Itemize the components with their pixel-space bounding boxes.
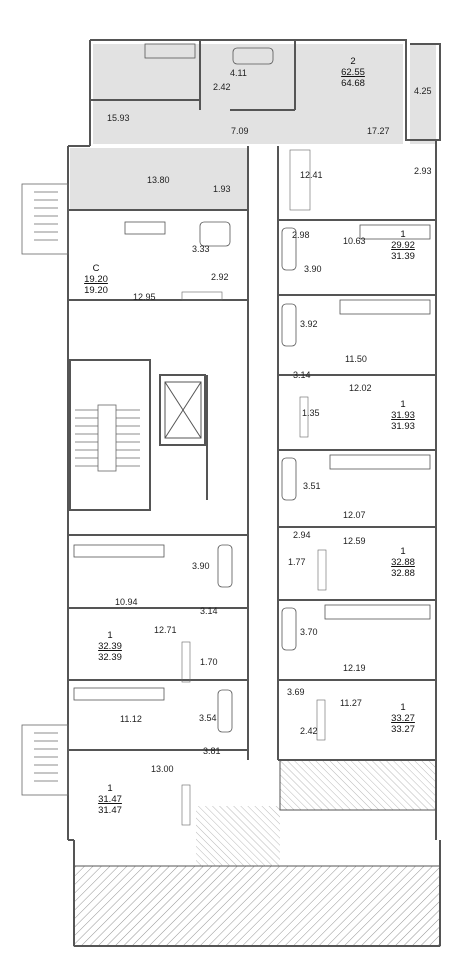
apt-2-living: 62.55: [341, 67, 365, 78]
area-1-93: 1.93: [213, 184, 231, 194]
apt-c-total: 19.20: [84, 285, 108, 296]
external-stairs-top: [21, 183, 69, 255]
apt-r2-living: 31.93: [391, 410, 415, 421]
area-10-63: 10.63: [343, 236, 366, 246]
loggia-hatched: [279, 759, 437, 811]
area-11-50: 11.50: [345, 354, 367, 364]
apt-r4-total: 33.27: [391, 724, 415, 735]
area-3-92: 3.92: [300, 319, 318, 329]
walls: [67, 39, 441, 947]
kitchen-counters: [73, 43, 431, 701]
corridor-hatched: [196, 806, 280, 866]
apartment-l2-label[interactable]: 1 31.47 31.47: [98, 783, 122, 816]
area-3-81: 3.81: [203, 746, 221, 756]
area-1-35: 1.35: [302, 408, 320, 418]
apt-r3-total: 32.88: [391, 568, 415, 579]
apt-2-rooms: 2: [350, 56, 356, 67]
area-12-71: 12.71: [154, 625, 177, 635]
area-13-00: 13.00: [151, 764, 174, 774]
area-2-42-top: 2.42: [213, 82, 231, 92]
apartment-r2-label[interactable]: 1 31.93 31.93: [391, 399, 415, 432]
balcony-hatched: [73, 865, 441, 947]
area-3-14-right: 3.14: [293, 370, 311, 380]
area-2-93: 2.93: [414, 166, 432, 176]
apt-c-rooms: С: [92, 263, 100, 274]
area-12-59: 12.59: [343, 536, 366, 546]
area-2-94: 2.94: [293, 530, 311, 540]
apartment-c-label[interactable]: С 19.20 19.20: [84, 263, 108, 296]
area-7-09: 7.09: [231, 126, 249, 136]
elevator-shaft: [164, 381, 202, 439]
apt-l1-rooms: 1: [107, 630, 113, 641]
area-10-94: 10.94: [115, 597, 138, 607]
apt-r2-total: 31.93: [391, 421, 415, 432]
area-3-70: 3.70: [300, 627, 318, 637]
apt-l1-living: 32.39: [98, 641, 122, 652]
apt-l2-rooms: 1: [107, 783, 113, 794]
apartment-2-highlight[interactable]: [70, 44, 436, 210]
apt-2-total: 64.68: [341, 78, 365, 89]
apt-r3-rooms: 1: [400, 546, 406, 557]
area-1-77: 1.77: [288, 557, 306, 567]
bathtubs: [199, 47, 297, 733]
area-2-92: 2.92: [211, 272, 229, 282]
area-12-02: 12.02: [349, 383, 372, 393]
apt-r3-living: 32.88: [391, 557, 415, 568]
apt-l1-total: 32.39: [98, 652, 122, 663]
main-staircase: [75, 404, 140, 472]
apartment-r1-label[interactable]: 1 29.92 31.39: [391, 229, 415, 262]
area-4-25: 4.25: [414, 86, 432, 96]
apartment-r3-label[interactable]: 1 32.88 32.88: [391, 546, 415, 579]
area-2-98: 2.98: [292, 230, 310, 240]
area-15-93: 15.93: [107, 113, 130, 123]
apt-l2-total: 31.47: [98, 805, 122, 816]
area-3-33: 3.33: [192, 244, 210, 254]
area-11-27: 11.27: [340, 698, 362, 708]
apartment-r4-label[interactable]: 1 33.27 33.27: [391, 702, 415, 735]
area-12-41: 12.41: [300, 170, 323, 180]
external-stairs-bottom: [21, 724, 69, 796]
apt-c-living: 19.20: [84, 274, 108, 285]
area-3-90-left: 3.90: [192, 561, 210, 571]
apt-l2-living: 31.47: [98, 794, 122, 805]
area-3-51: 3.51: [303, 481, 321, 491]
apartment-2-label[interactable]: 2 62.55 64.68: [341, 56, 365, 89]
area-1-70: 1.70: [200, 657, 218, 667]
apt-r1-rooms: 1: [400, 229, 406, 240]
area-12-19: 12.19: [343, 663, 366, 673]
apt-r1-total: 31.39: [391, 251, 415, 262]
apt-r4-living: 33.27: [391, 713, 415, 724]
area-12-07: 12.07: [343, 510, 366, 520]
area-3-90-right: 3.90: [304, 264, 322, 274]
area-2-42-bottom: 2.42: [300, 726, 318, 736]
apt-r4-rooms: 1: [400, 702, 406, 713]
area-13-80: 13.80: [147, 175, 170, 185]
apt-r1-living: 29.92: [391, 240, 415, 251]
area-17-27: 17.27: [367, 126, 390, 136]
area-4-11: 4.11: [230, 68, 247, 78]
area-3-69: 3.69: [287, 687, 305, 697]
radiators: [181, 149, 327, 826]
area-3-14-left: 3.14: [200, 606, 218, 616]
area-3-54: 3.54: [199, 713, 217, 723]
area-12-95: 12.95: [133, 292, 156, 302]
area-11-12: 11.12: [120, 714, 142, 724]
apartment-l1-label[interactable]: 1 32.39 32.39: [98, 630, 122, 663]
apt-r2-rooms: 1: [400, 399, 406, 410]
